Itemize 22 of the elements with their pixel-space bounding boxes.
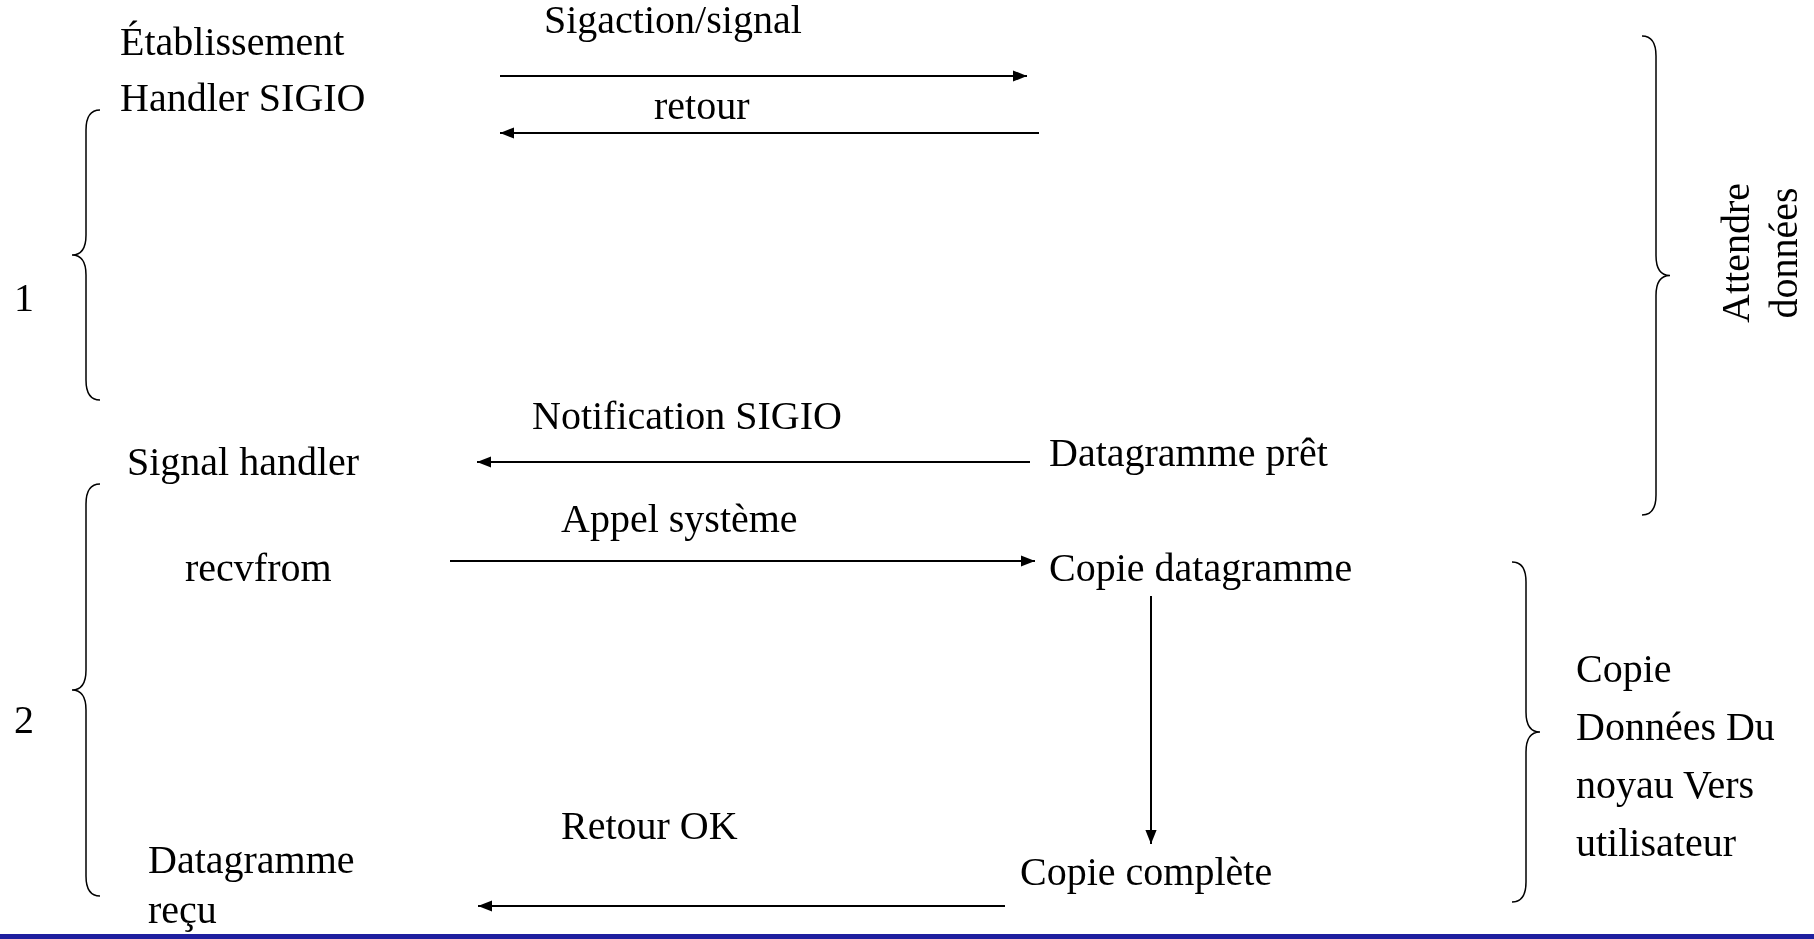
edge-label: Notification SIGIO [532,392,842,440]
node-text: Signal handler [127,438,360,486]
edge-label: retour [654,82,750,130]
node-text: Copie datagramme [1049,544,1353,592]
edge-label: Appel système [561,495,798,543]
group-number: 1 [14,274,34,322]
edge-label: Sigaction/signal [544,0,802,44]
brace-label: Attendre données [1712,183,1807,323]
arrow [499,70,1028,82]
node-text: recvfrom [185,544,332,592]
arrow [1145,595,1157,845]
node-text: Datagramme prêt [1049,429,1328,477]
node-text: Établissement Handler SIGIO [120,18,367,122]
group-number: 2 [14,696,34,744]
arrow [449,555,1036,567]
arrow [476,456,1031,468]
node-text: Copie complète [1020,848,1273,896]
brace-label: Copie Données Du noyau Vers utilisateur [1576,645,1776,867]
node-text: Datagramme reçu [148,836,356,934]
edge-label: Retour OK [561,802,738,850]
arrow [477,900,1006,912]
arrow [499,127,1040,139]
